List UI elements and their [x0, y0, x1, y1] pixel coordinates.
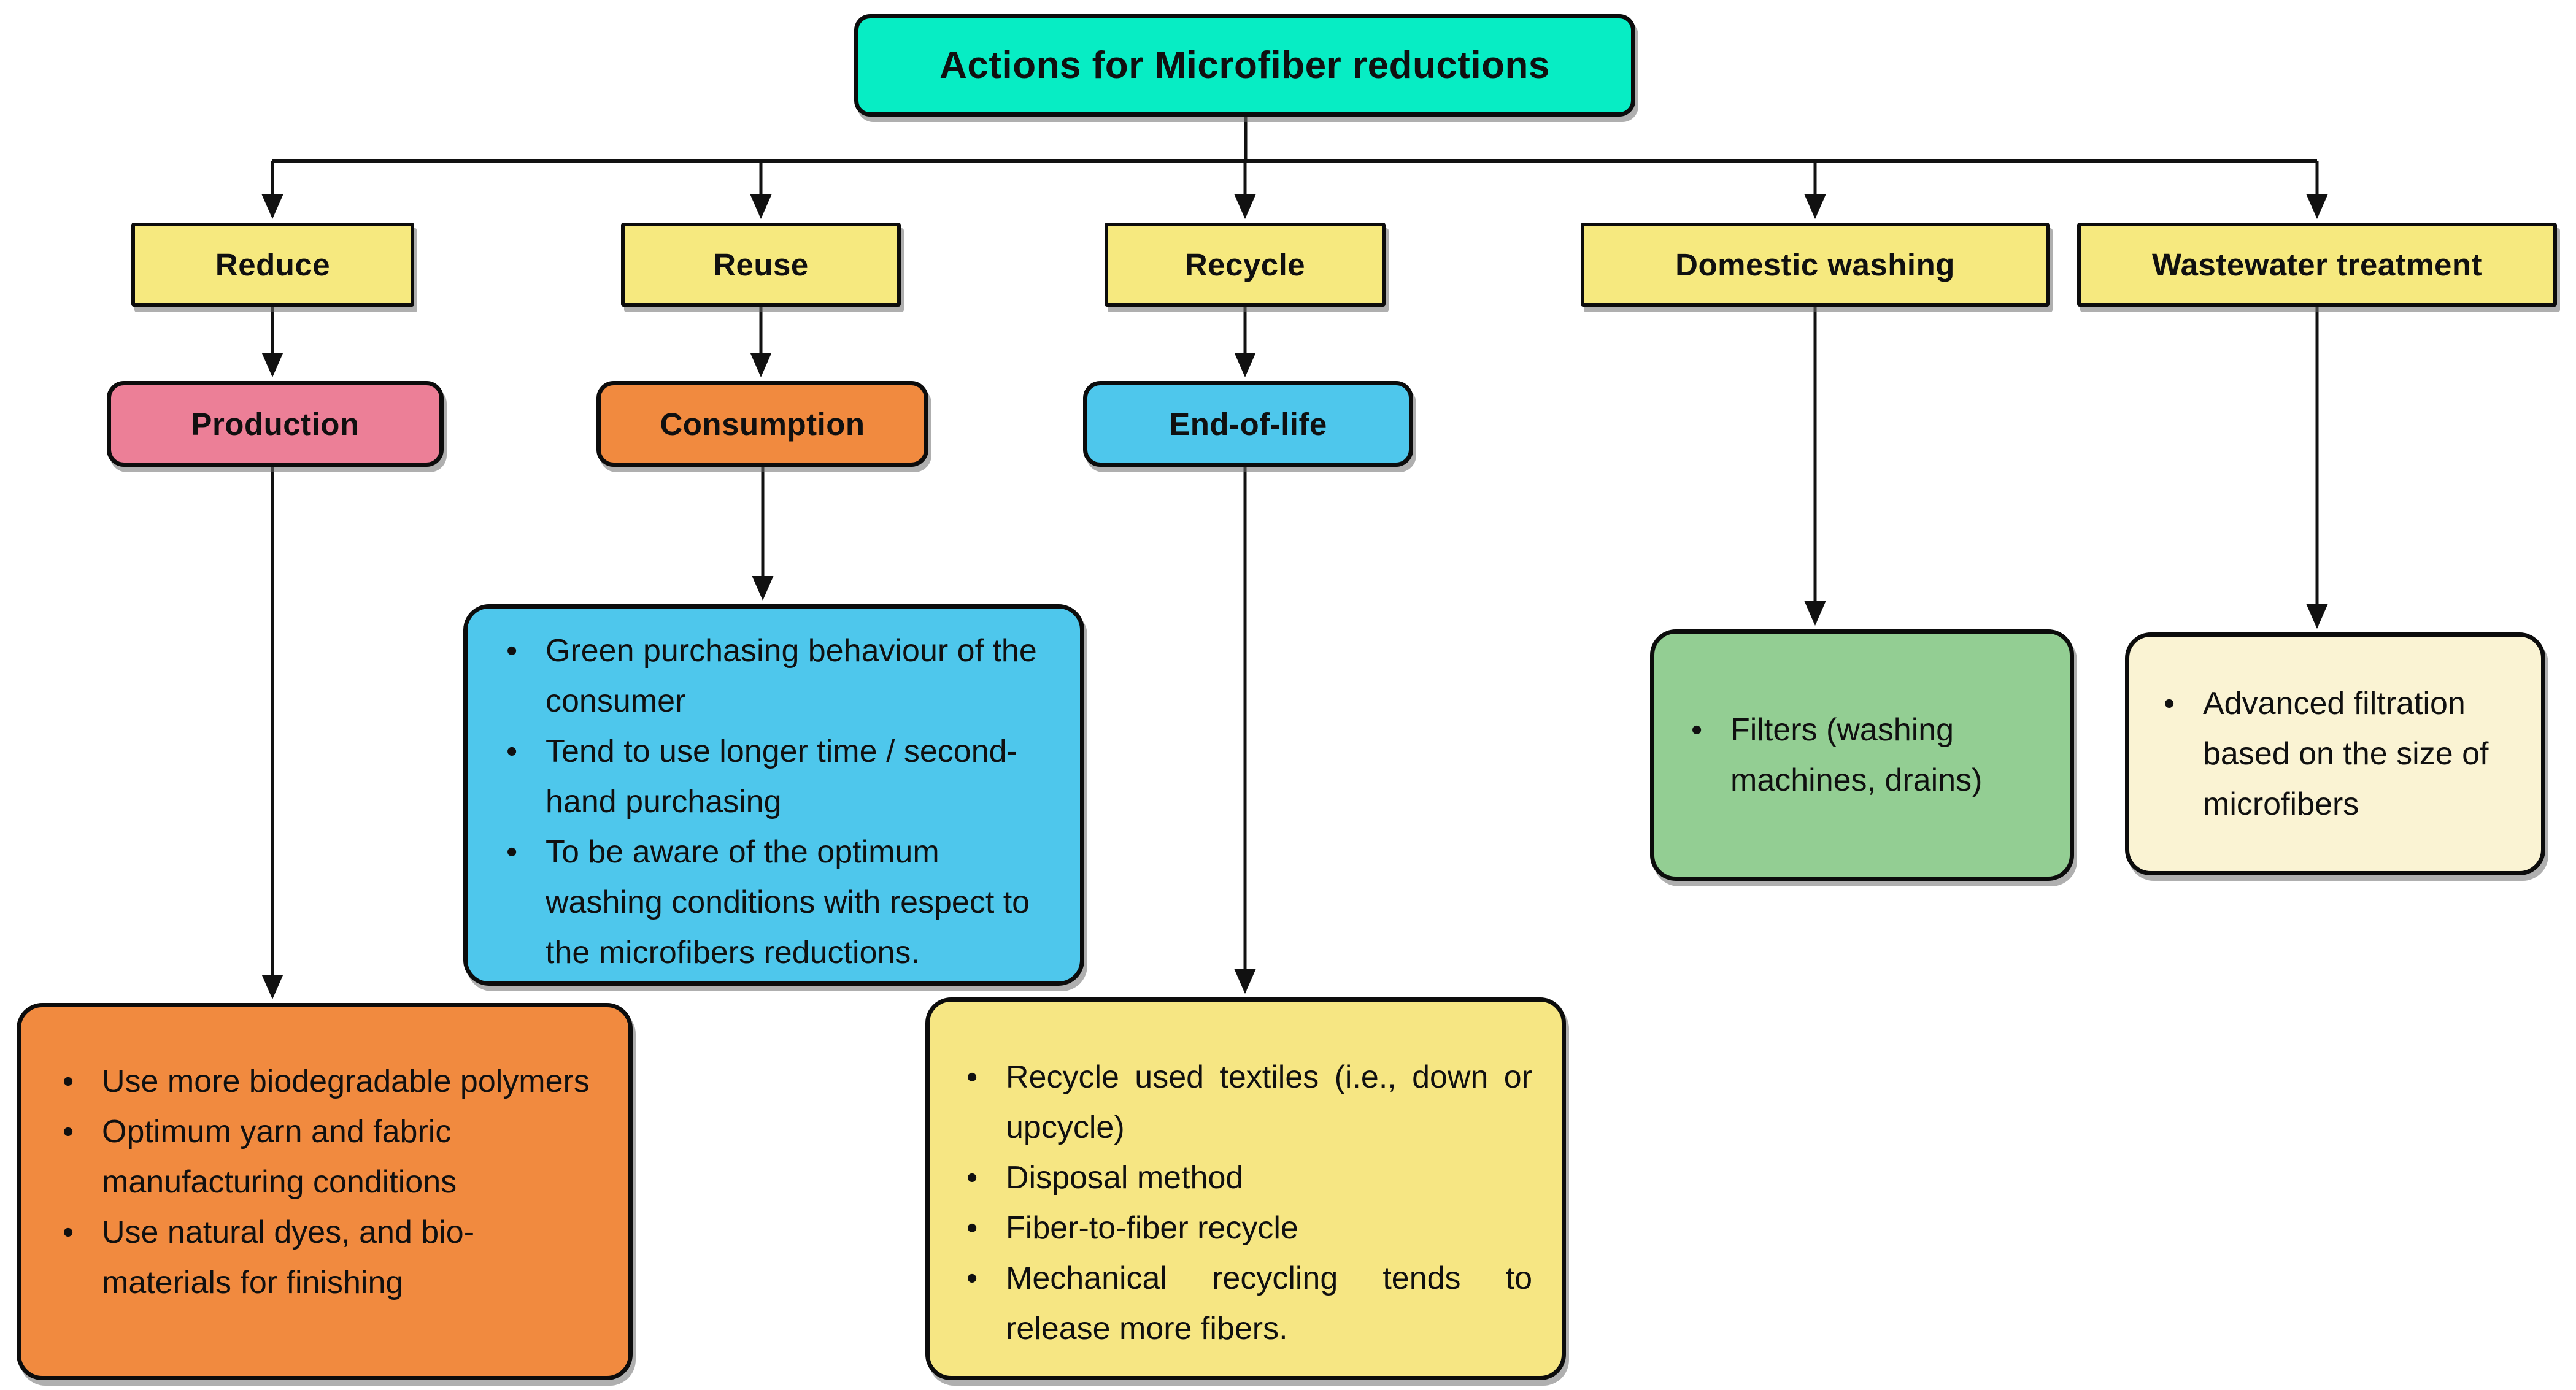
node-consumption: Consumption [596, 381, 928, 467]
node-title: Actions for Microfiber reductions [854, 14, 1635, 117]
node-reduce-label: Reduce [215, 247, 331, 282]
production-bullet-list: Use more biodegradable polymers Optimum … [58, 1056, 592, 1308]
node-production-label: Production [191, 406, 360, 442]
bullet-item: Use natural dyes, and bio-materials for … [58, 1207, 592, 1308]
domestic-washing-bullet-list: Filters (washing machines, drains) [1686, 705, 2038, 805]
bullet-item: Advanced filtration based on the size of… [2159, 678, 2512, 829]
node-reuse-label: Reuse [713, 247, 809, 282]
bullet-item: Green purchasing behaviour of the consum… [501, 626, 1046, 726]
node-consumption-label: Consumption [660, 406, 865, 442]
bullet-item: Tend to use longer time / second-hand pu… [501, 726, 1046, 827]
bullet-item: Use more biodegradable polymers [58, 1056, 592, 1107]
node-domestic-washing: Domestic washing [1581, 223, 2050, 307]
node-consumption-details: Green purchasing behaviour of the consum… [463, 604, 1084, 986]
node-domestic-washing-details: Filters (washing machines, drains) [1650, 629, 2074, 881]
node-wastewater-treatment-label: Wastewater treatment [2151, 247, 2483, 282]
bullet-item: Disposal method [962, 1153, 1532, 1203]
node-wastewater-treatment: Wastewater treatment [2077, 223, 2557, 307]
bullet-item: Recycle used textiles (i.e., down or upc… [962, 1052, 1532, 1153]
consumption-bullet-list: Green purchasing behaviour of the consum… [501, 626, 1046, 978]
bullet-item: Fiber-to-fiber recycle [962, 1203, 1532, 1253]
node-reduce: Reduce [131, 223, 414, 307]
bullet-item: Optimum yarn and fabric manufacturing co… [58, 1107, 592, 1207]
bullet-item: Filters (washing machines, drains) [1686, 705, 2038, 805]
bullet-item: To be aware of the optimum washing condi… [501, 827, 1046, 978]
wastewater-treatment-bullet-list: Advanced filtration based on the size of… [2159, 678, 2512, 829]
bullet-item: Mechanical recycling tends to release mo… [962, 1253, 1532, 1354]
node-production-details: Use more biodegradable polymers Optimum … [17, 1003, 633, 1380]
node-reuse: Reuse [621, 223, 901, 307]
node-end-of-life-details: Recycle used textiles (i.e., down or upc… [925, 997, 1566, 1380]
node-end-of-life: End-of-life [1083, 381, 1413, 467]
node-recycle: Recycle [1105, 223, 1386, 307]
node-wastewater-treatment-details: Advanced filtration based on the size of… [2125, 632, 2545, 875]
node-production: Production [107, 381, 444, 467]
end-of-life-bullet-list: Recycle used textiles (i.e., down or upc… [962, 1052, 1532, 1354]
node-domestic-washing-label: Domestic washing [1675, 247, 1955, 282]
node-end-of-life-label: End-of-life [1169, 406, 1327, 442]
node-title-label: Actions for Microfiber reductions [939, 44, 1550, 86]
node-recycle-label: Recycle [1184, 247, 1306, 282]
